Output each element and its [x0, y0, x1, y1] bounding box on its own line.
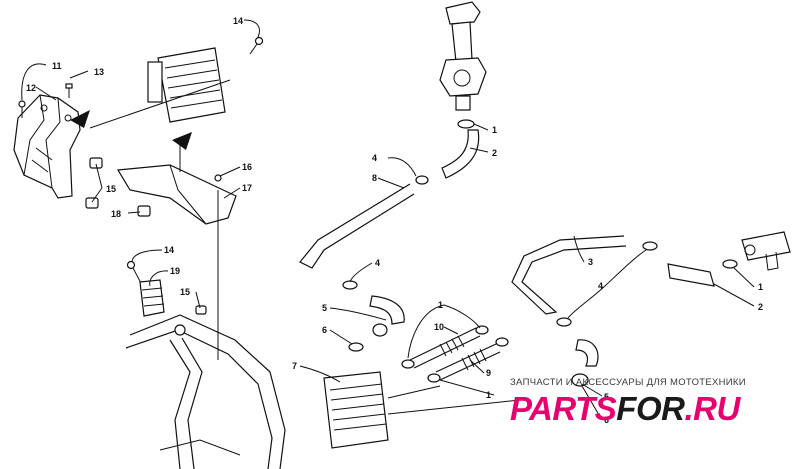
sleeve-6-right — [571, 373, 589, 387]
clamp-1 — [495, 337, 509, 347]
callout-7: 7 — [292, 361, 297, 371]
watermark-tagline: ЗАПЧАСТИ И АКСЕССУАРЫ ДЛЯ МОТОТЕХНИКИ — [510, 377, 746, 388]
hose-2 — [441, 129, 480, 179]
clip-15-lower — [195, 305, 207, 315]
callout-12: 12 — [26, 83, 36, 93]
callout-2: 2 — [758, 302, 763, 312]
bolt-14 — [249, 36, 264, 55]
clamp-1 — [475, 325, 489, 335]
callout-1: 1 — [758, 282, 763, 292]
hose-5-right — [575, 339, 599, 367]
clamp-4 — [415, 175, 429, 185]
callout-1: 1 — [486, 390, 491, 400]
callout-5: 5 — [322, 303, 327, 313]
clamp-4 — [642, 241, 658, 251]
callout-13: 13 — [94, 67, 104, 77]
leader-lines — [21, 19, 755, 421]
watermark: ЗАПЧАСТИ И АКСЕССУАРЫ ДЛЯ МОТОТЕХНИКИ PA… — [510, 377, 746, 427]
oil-cooler-7 — [323, 371, 521, 449]
callout-2: 2 — [492, 148, 497, 158]
hose-9 — [435, 343, 501, 381]
callout-5: 5 — [604, 392, 609, 402]
callout-6: 6 — [604, 415, 609, 425]
callout-1: 1 — [438, 300, 443, 310]
oil-cooler-top — [147, 47, 226, 123]
watermark-logo: PARTSFOR.RU — [510, 390, 741, 427]
logo-parts: PARTS — [510, 390, 617, 427]
tee-fitting — [741, 231, 791, 271]
callout-1: 1 — [492, 125, 497, 135]
callout-17: 17 — [242, 183, 252, 193]
hose-2-right — [667, 263, 715, 287]
logo-ru: .RU — [684, 390, 741, 427]
callout-10: 10 — [434, 322, 444, 332]
clip-15 — [85, 197, 99, 209]
screw-16 — [214, 174, 222, 182]
hose-5 — [369, 295, 405, 325]
callout-16: 16 — [242, 162, 252, 172]
clamp-1 — [457, 119, 475, 129]
callout-4: 4 — [598, 281, 603, 291]
callout-15: 15 — [106, 184, 116, 194]
frame — [125, 314, 286, 469]
callout-14: 14 — [233, 16, 243, 26]
clip-15 — [89, 157, 103, 169]
bracket-19 — [139, 279, 165, 317]
clip-18 — [137, 205, 151, 217]
logo-for: FOR — [616, 390, 685, 427]
callout-labels: 14 11 13 12 15 16 17 18 14 19 15 1 2 4 8… — [26, 16, 763, 425]
callout-4: 4 — [372, 153, 377, 163]
clamp-1 — [427, 373, 441, 383]
sleeve-6 — [372, 323, 388, 337]
bolt-11 — [18, 100, 26, 118]
hose-8 — [299, 183, 415, 269]
hose-3 — [511, 235, 627, 315]
callout-19: 19 — [170, 266, 180, 276]
clamp-4 — [556, 317, 572, 327]
heat-shield-17 — [116, 132, 237, 225]
callout-14: 14 — [164, 245, 174, 255]
arrow-icon — [172, 132, 192, 150]
clamp-1 — [401, 359, 415, 369]
valve-assembly — [439, 1, 487, 111]
arrow-icon — [70, 110, 90, 128]
callout-3: 3 — [588, 257, 593, 267]
callout-4: 4 — [375, 258, 380, 268]
callout-9: 9 — [486, 368, 491, 378]
bolt-13 — [65, 83, 73, 98]
clamp-4 — [342, 280, 358, 290]
callout-6: 6 — [322, 325, 327, 335]
callout-15: 15 — [180, 287, 190, 297]
clamp-1-right — [722, 259, 738, 269]
callout-18: 18 — [111, 209, 121, 219]
hose-10 — [409, 327, 481, 369]
bracket-12 — [13, 94, 81, 199]
callout-8: 8 — [372, 173, 377, 183]
clamp-6 — [348, 342, 364, 352]
callout-11: 11 — [52, 61, 62, 71]
